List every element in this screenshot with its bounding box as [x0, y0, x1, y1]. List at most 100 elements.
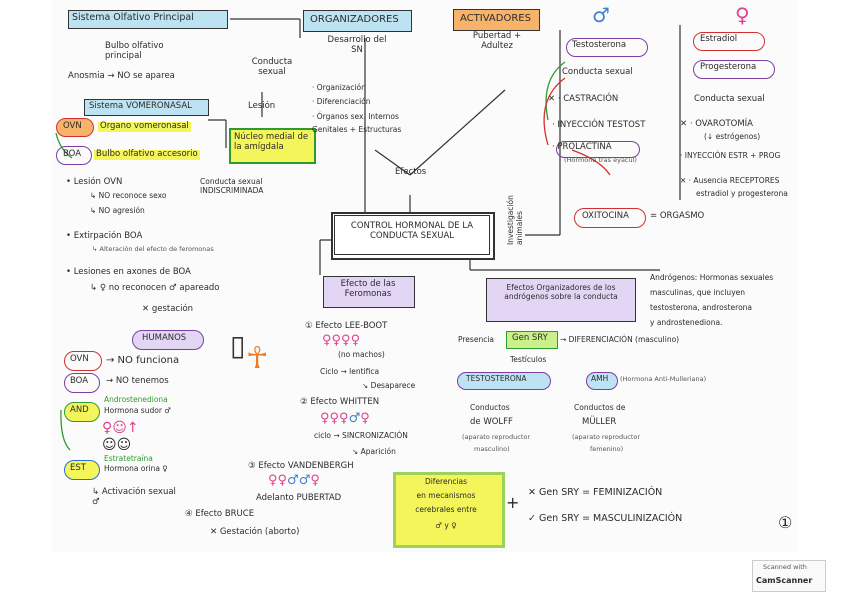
and-title: Androstenediona — [104, 395, 168, 404]
activadores-title: ACTIVADORES — [460, 13, 531, 24]
amh: AMH — [591, 374, 609, 383]
lesion-label: Lesión — [248, 101, 276, 111]
testosterona2-pill — [457, 372, 551, 390]
control-title: CONTROL HORMONAL DE LA CONDUCTA SEXUAL — [350, 221, 474, 241]
ciclo-lentifica: Ciclo → lentifica — [320, 367, 380, 376]
masculinizacion: ✓ Gen SRY = MASCULINIZACIÓN — [528, 513, 683, 524]
boa-tag-2-text: BOA — [70, 376, 89, 386]
muller-3: (aparato reproductor — [572, 433, 641, 441]
estrogenos: (↓ estrógenos) — [704, 132, 761, 141]
est-text: Hormona orina ♀ — [104, 464, 168, 473]
and-text: Hormona sudor ♂ — [104, 406, 172, 415]
conducta-sexual-f: Conducta sexual — [694, 94, 765, 104]
org-item-3: · Órganos sex. Internos — [312, 112, 399, 121]
nucleo-box — [229, 128, 316, 164]
diferencias-1: Diferencias — [424, 477, 468, 486]
est-title: Estratetraína — [104, 454, 153, 463]
progesterona: Progesterona — [700, 62, 757, 72]
org-item-2: · Diferenciación — [312, 97, 371, 106]
wolff-3: (aparato reproductor — [462, 433, 531, 441]
org-item-4: Genitales + Estructuras — [312, 125, 402, 134]
ovn-tag-text: OVN — [63, 121, 82, 131]
female-icon: ♀ — [735, 3, 750, 27]
efectos-label: Efectos — [395, 167, 427, 177]
inyeccion-estr: · INYECCIÓN ESTR + PROG — [680, 151, 781, 160]
muller-1: Conductos de — [574, 403, 626, 412]
castracion: ✕ · CASTRACIÓN — [548, 94, 619, 104]
oxitocina-pill — [574, 208, 646, 228]
progesterona-pill — [693, 60, 775, 79]
vomeronasal-title: Sistema VOMERONASAL — [89, 101, 192, 111]
lee-boot: ① Efecto LEE-BOOT — [305, 321, 388, 331]
ausencia: ✕ · Ausencia RECEPTORES — [680, 176, 780, 185]
male-icon: ♂ — [592, 3, 610, 27]
ovn-tag — [56, 118, 94, 137]
desarrollo-sn: Desarrollo del SN — [327, 35, 387, 55]
efectos-organizadores: Efectos Organizadores de los andrógenos … — [504, 283, 618, 301]
anosmia-text: Anosmia → NO se aparea — [68, 71, 175, 81]
ovn-text: Organo vomeronasal — [98, 121, 191, 132]
vandenbergh-icons: ♀♀♂♂♀ — [268, 473, 320, 488]
amh-pill — [586, 372, 618, 390]
inyeccion-testost: · INYECCIÓN TESTOST — [552, 120, 646, 130]
boa-tag-text: BOA — [63, 149, 82, 159]
diferencias-box — [393, 472, 505, 548]
agresion: ↳ NO agresión — [90, 206, 145, 215]
lee-boot-females-icon: ♀♀♀♀ — [322, 333, 361, 348]
feromonas-title: Efecto de las Feromonas — [340, 279, 396, 299]
control-inner-box — [334, 215, 490, 255]
prolactina-sub: (Hormona tras eyacul) — [564, 156, 637, 164]
bulbo-principal: Bulbo olfativo principal — [105, 41, 164, 61]
activacion: ↳ Activación sexual ♂ — [92, 487, 176, 507]
sincronizacion: ciclo → SINCRONIZACIÓN — [314, 431, 408, 440]
nucleo-text: Núcleo medial de la amígdala — [234, 132, 309, 152]
diferenciacion: → DIFERENCIACIÓN (masculino) — [560, 335, 680, 344]
person-doodle: ☥ — [246, 341, 269, 376]
organizadores-title: ORGANIZADORES — [310, 14, 399, 25]
orgasmo: = ORGASMO — [650, 211, 705, 221]
lesion-ovn: • Lesión OVN — [66, 177, 123, 187]
lee-boot-sub: (no machos) — [338, 350, 385, 359]
humanos-pill — [132, 330, 204, 350]
camscanner-badge: Scanned with CamScanner — [752, 560, 826, 592]
and-tag — [64, 402, 100, 422]
wolff-2: de WOLFF — [470, 417, 513, 427]
aparicion: ↘ Aparición — [352, 447, 396, 456]
adelanto-pubertad: Adelanto PUBERTAD — [256, 493, 342, 503]
diferencias-3: cerebrales entre — [415, 505, 477, 514]
testosterona-pill — [566, 38, 648, 57]
whitten-icons: ♀♀♀♂♀ — [320, 411, 370, 426]
testiculos: Testículos — [510, 355, 547, 364]
estradiol-progesterona: estradiol y progesterona — [696, 189, 788, 198]
muller-2: MÜLLER — [582, 417, 617, 427]
oxitocina: OXITOCINA — [582, 211, 629, 221]
wolff-4: masculino) — [474, 445, 510, 453]
no-funciona: → NO funciona — [106, 355, 180, 366]
boa-text: Bulbo olfativo accesorio — [94, 149, 200, 160]
and-tag-text: AND — [70, 405, 89, 415]
no-reconocen: ↳ ♀ no reconocen ♂ apareado — [90, 283, 220, 293]
phone-doodle: ▯ — [230, 329, 246, 362]
efectos-organizadores-box — [486, 278, 636, 322]
gestacion: ✕ gestación — [142, 304, 194, 314]
plus-sign: + — [506, 493, 520, 512]
bruce: ④ Efecto BRUCE — [185, 509, 255, 519]
sistema-principal-title: Sistema Olfativo Principal — [72, 12, 194, 23]
androgenos-def-1: Andrógenos: Hormonas sexuales — [650, 273, 774, 282]
smile-icon: ☺☺ — [102, 437, 132, 453]
organizadores-box — [303, 10, 412, 32]
estradiol-pill — [693, 32, 765, 51]
gen-sry-box — [506, 331, 558, 349]
vomeronasal-box — [84, 99, 209, 116]
est-tag — [64, 460, 100, 480]
vandenbergh: ③ Efecto VANDENBERGH — [248, 461, 354, 471]
androgenos-def-4: y androstenediona. — [650, 318, 723, 327]
no-reconoce: ↳ NO reconoce sexo — [90, 191, 167, 200]
boa-tag — [56, 146, 92, 165]
sistema-principal-box — [68, 10, 228, 29]
indiscriminada: Conducta sexual INDISCRIMINADA — [200, 177, 264, 195]
diferencias-4: ♂ y ♀ — [435, 521, 457, 530]
ovn-tag-2 — [64, 351, 102, 371]
muller-4: femenino) — [590, 445, 624, 453]
gen-sry: Gen SRY — [512, 333, 548, 343]
